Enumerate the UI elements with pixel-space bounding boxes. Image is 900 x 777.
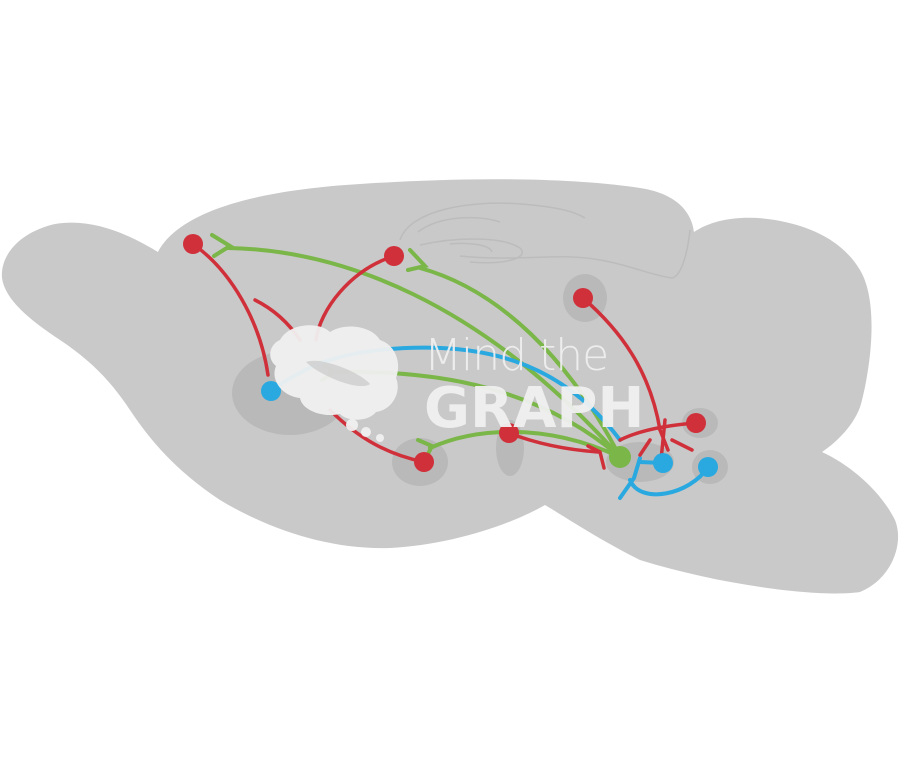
- watermark-line1: Mind the: [424, 330, 609, 381]
- brain-internal-outlines: [399, 202, 691, 279]
- red-pathways: [191, 242, 698, 472]
- blue-neurons: [261, 381, 718, 477]
- red-neurons: [183, 234, 706, 472]
- watermark-line2: GRAPH: [424, 376, 645, 441]
- green-neurons: [609, 446, 631, 468]
